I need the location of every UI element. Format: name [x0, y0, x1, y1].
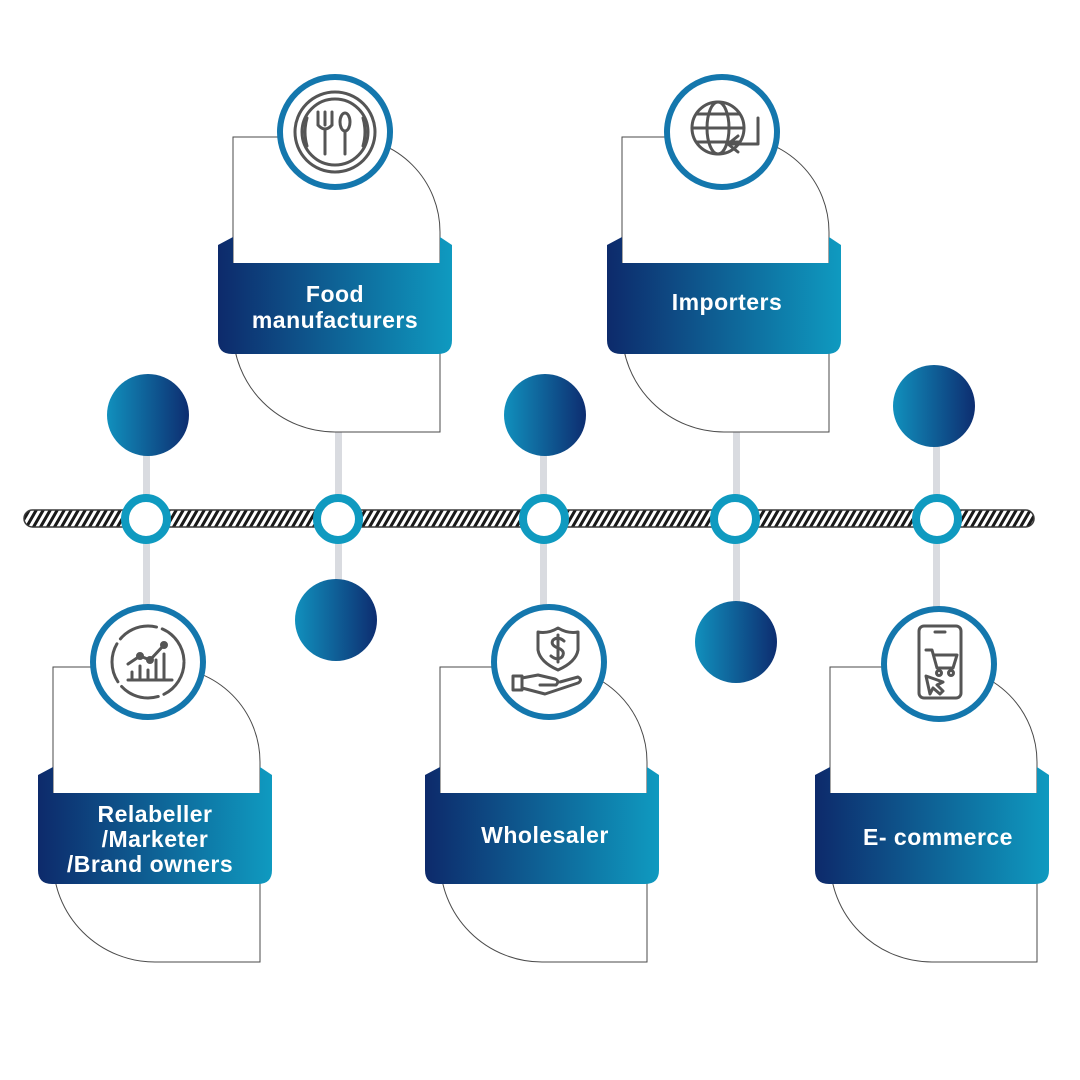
globe-arrow-icon: [690, 100, 760, 156]
card-title-line: E- commerce: [863, 824, 1013, 850]
card-relabeller: Relabeller /Marketer /Brand owners: [38, 604, 272, 963]
card-title-line: /Brand owners: [67, 851, 233, 877]
card-ecommerce: E- commerce: [815, 606, 1049, 963]
card-band: [425, 767, 659, 884]
chart-growth-icon: [110, 624, 186, 700]
gradient-dot: [107, 374, 189, 456]
icon-badge: [664, 74, 780, 190]
timeline-node: [710, 494, 760, 544]
gradient-dot: [295, 579, 377, 661]
card-importers: Importers: [607, 74, 841, 433]
timeline-node: [121, 494, 171, 544]
icon-badge: [277, 74, 393, 190]
gradient-dot: [504, 374, 586, 456]
card-title-line: Importers: [672, 289, 783, 315]
card-title-line: Relabeller: [98, 801, 213, 827]
timeline-node: [912, 494, 962, 544]
icon-badge-ring: [664, 74, 780, 190]
card-title-line: Wholesaler: [481, 822, 609, 848]
card-title: Food manufacturers: [252, 281, 418, 333]
timeline-node: [519, 494, 569, 544]
card-band: [218, 237, 452, 354]
fork-spoon-icon: [293, 90, 377, 174]
timeline-node: [313, 494, 363, 544]
icon-badge: [90, 604, 206, 720]
card-wholesaler: Wholesaler: [425, 604, 659, 963]
card-band: [38, 767, 272, 884]
timeline-nodes: [121, 494, 962, 544]
icon-badge: [491, 604, 607, 720]
gradient-dot: [695, 601, 777, 683]
card-title-line: Food: [306, 281, 364, 307]
gradient-dots: [107, 365, 975, 683]
hand-dollar-shield-icon: [511, 626, 582, 696]
card-title-line: manufacturers: [252, 307, 418, 333]
icon-badge-ring: [491, 604, 607, 720]
card-food-manufacturers: Food manufacturers: [218, 74, 452, 433]
card-title: Relabeller /Marketer /Brand owners: [67, 801, 233, 877]
icon-badge: [881, 606, 997, 722]
card-band: [607, 237, 841, 354]
phone-cart-icon: [917, 624, 963, 700]
icon-badge-ring: [881, 606, 997, 722]
card-band: [815, 767, 1049, 884]
card-title-line: /Marketer: [102, 826, 209, 852]
gradient-dot: [893, 365, 975, 447]
